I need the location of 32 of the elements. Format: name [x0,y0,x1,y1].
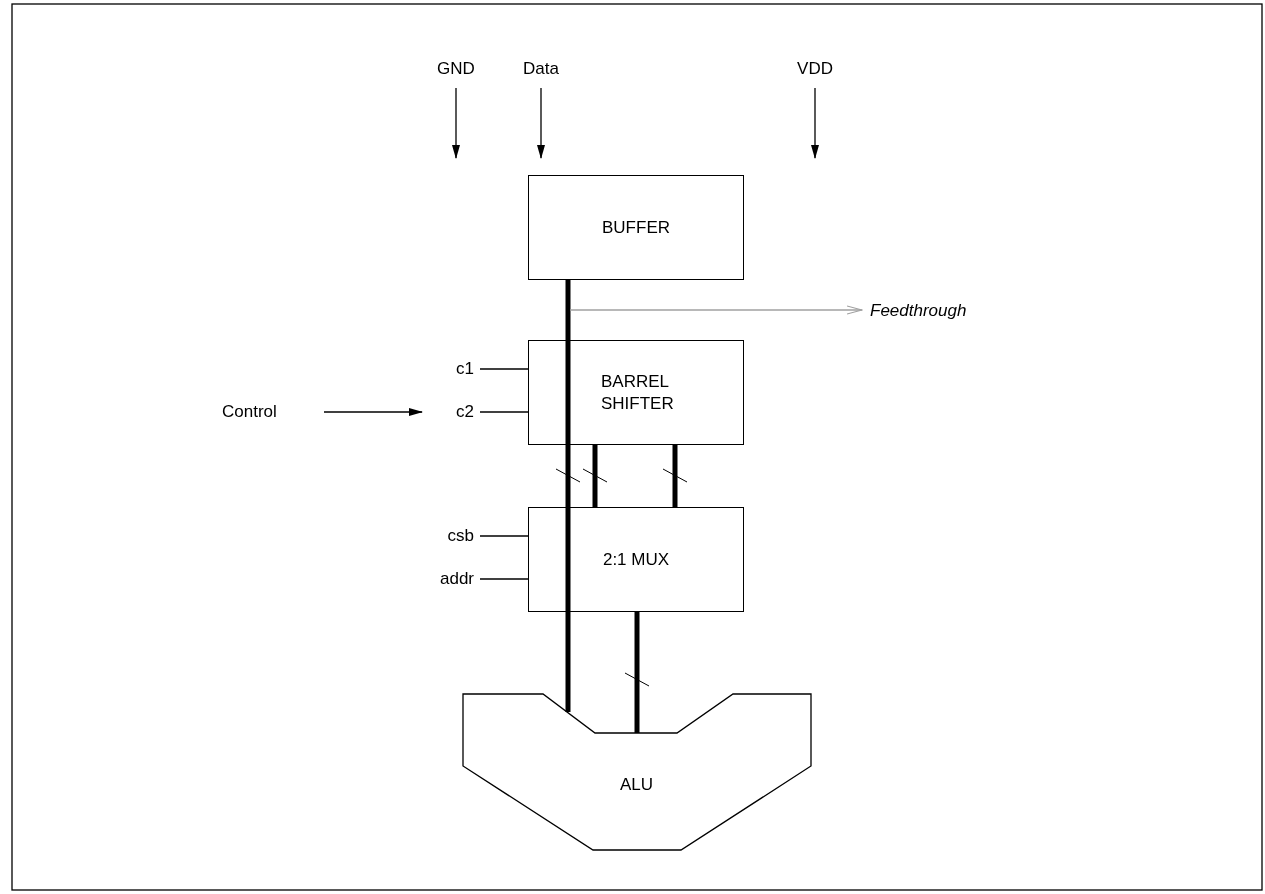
bus-line [565,280,571,340]
block-label: BARREL SHIFTER [601,371,675,414]
buffer-block [528,175,744,280]
block-label: BUFFER [602,216,670,239]
pin-label: GND [437,58,475,80]
signal-line [479,578,529,580]
alu-block [463,694,811,850]
signal-label: Control [222,401,277,423]
bus-line [634,612,640,733]
block-label: ALU [620,774,654,796]
bus-line [565,612,571,712]
arrow [452,87,460,159]
pin-label: c2 [456,401,474,423]
pin-label: Data [523,58,559,80]
arrow [811,87,819,159]
block-label: 2:1 MUX [602,548,670,571]
signal-line [479,411,529,413]
pin-label: VDD [797,58,833,80]
shifter-block [528,340,744,445]
arrow [569,305,863,315]
signal-line [479,535,529,537]
pin-label: csb [447,525,474,547]
arrow [537,87,545,159]
arrow [323,408,423,416]
pin-label: c1 [456,358,474,380]
signal-line [479,368,529,370]
bus-line [592,445,598,507]
bus-line [672,445,678,507]
signal-label: Feedthrough [870,300,967,322]
mux-block [528,507,744,612]
bus-line [565,445,571,507]
pin-label: addr [439,568,474,590]
